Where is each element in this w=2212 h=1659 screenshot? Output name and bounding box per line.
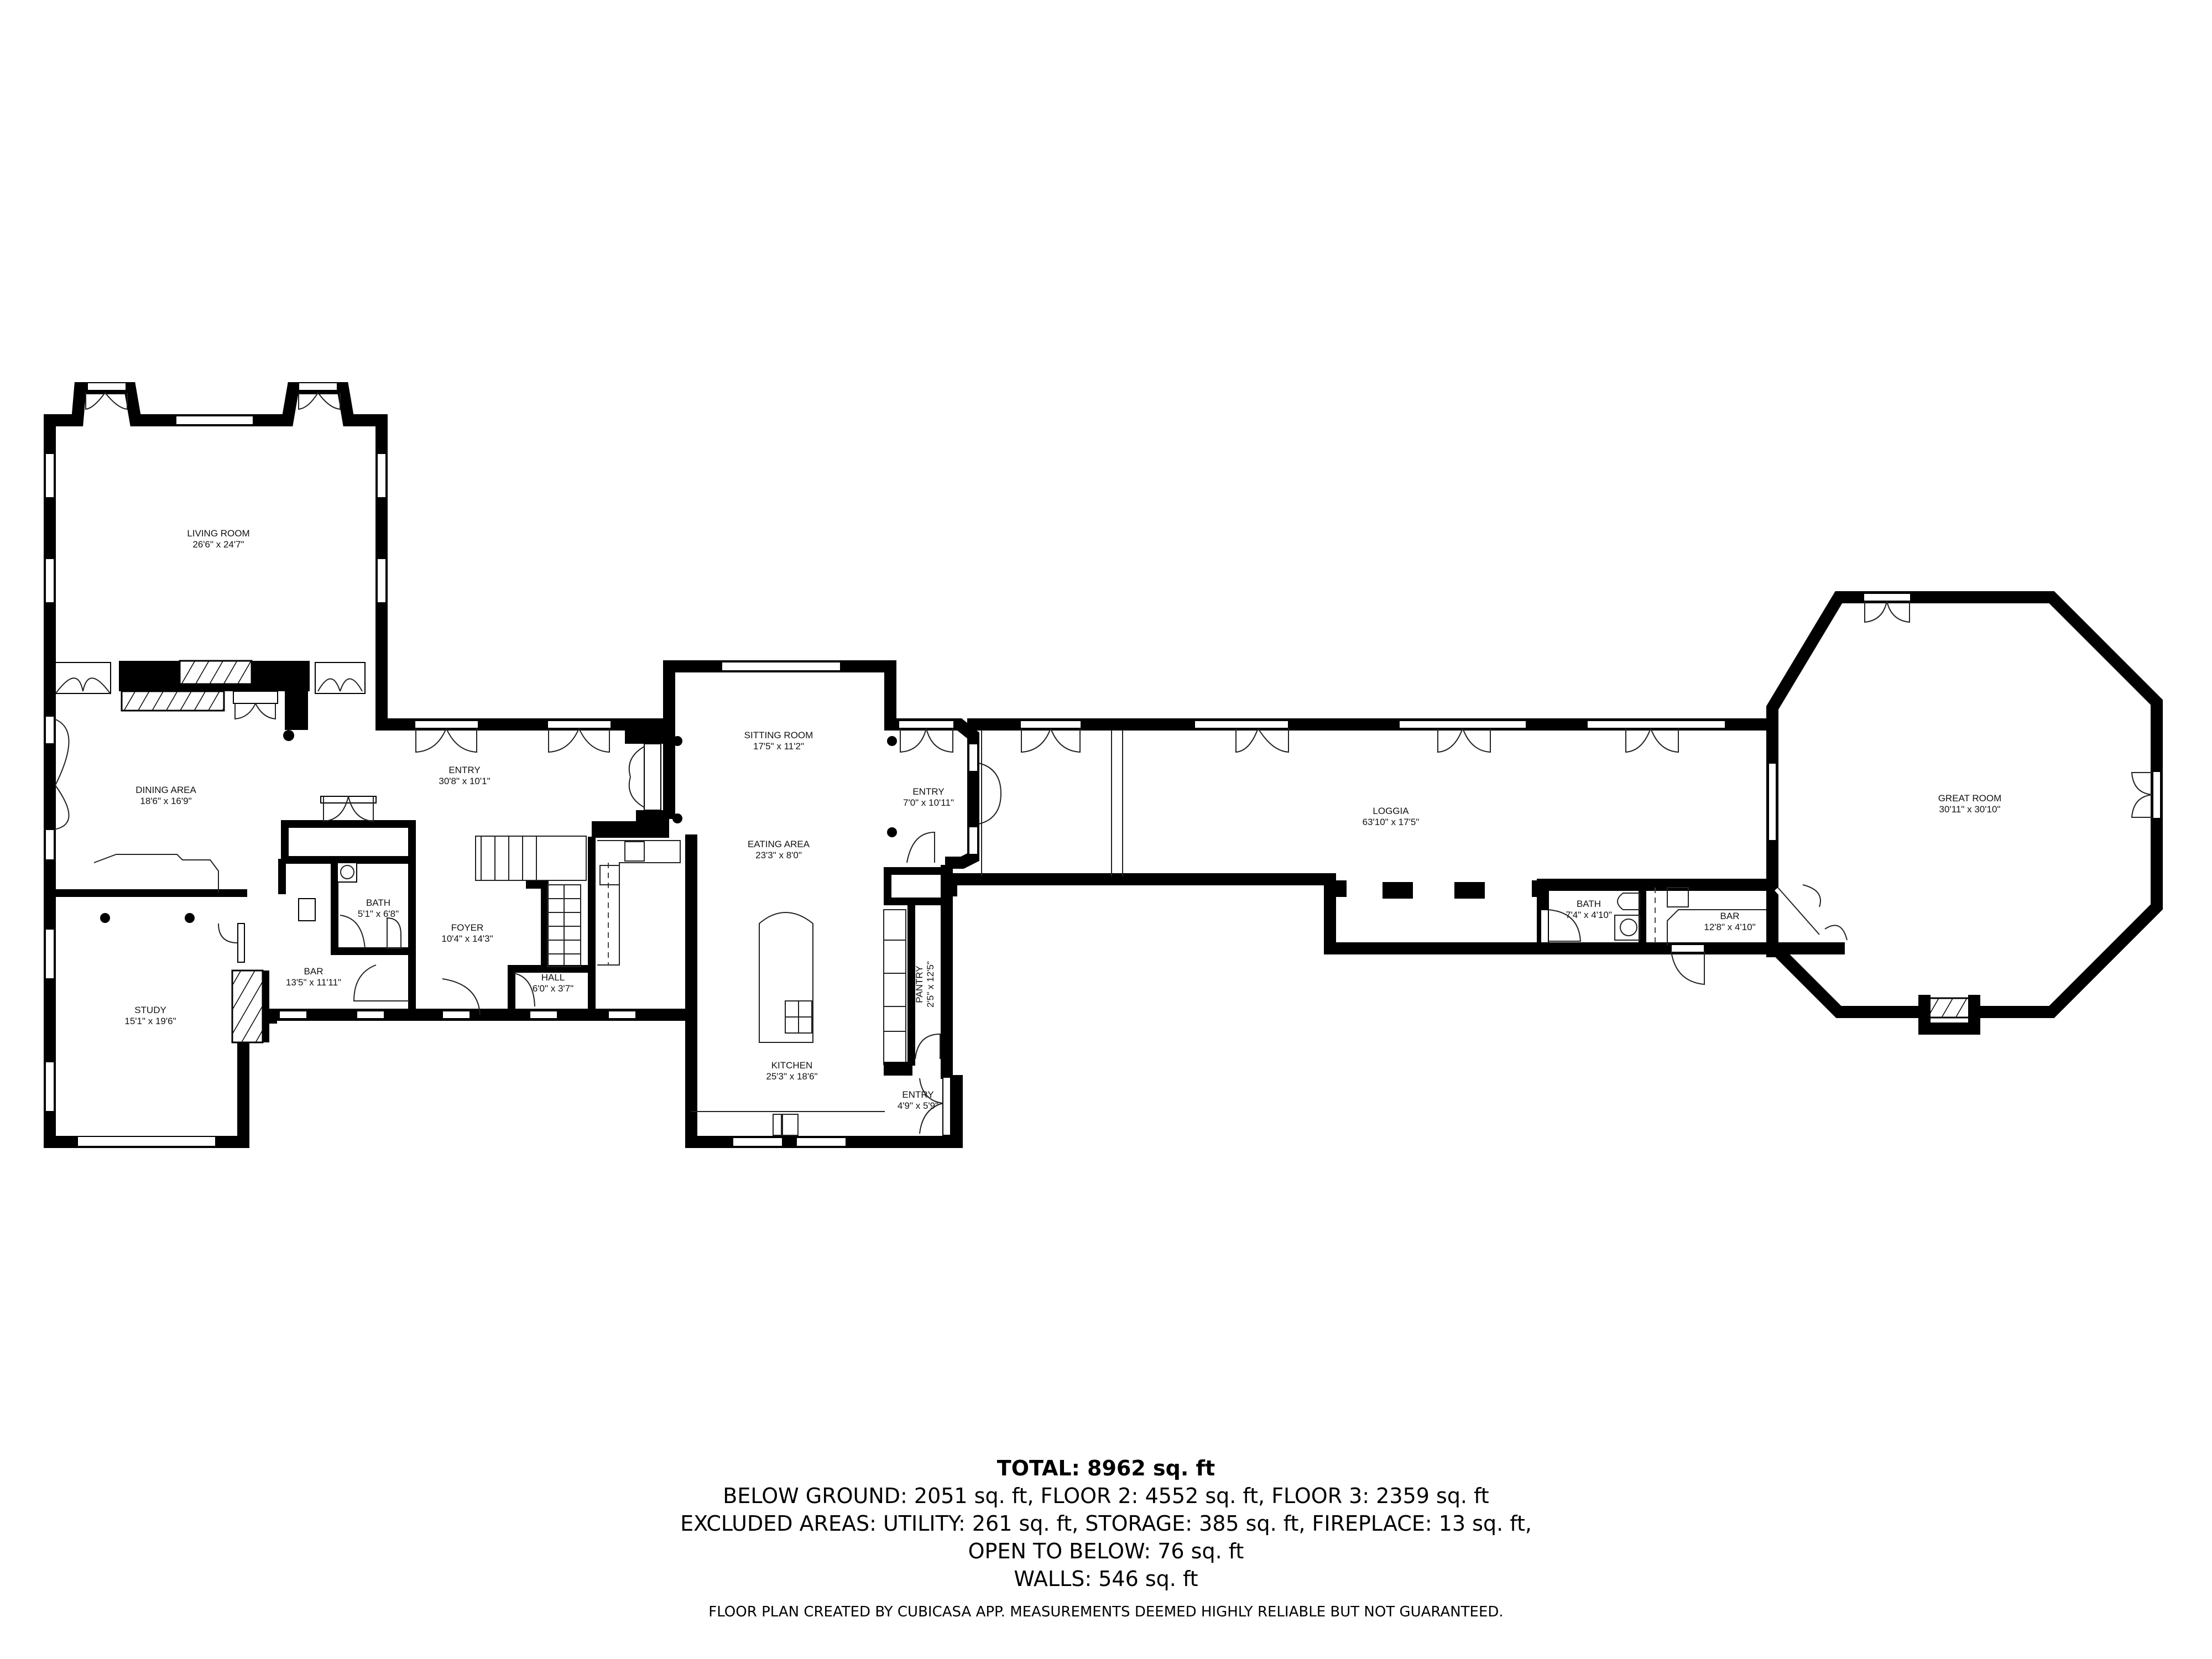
room-label-living-room: LIVING ROOM 26'6" x 24'7"	[187, 528, 249, 550]
room-label-study: STUDY 15'1" x 19'6"	[124, 1005, 176, 1026]
svg-text:BATH: BATH	[1577, 899, 1601, 909]
room-label-loggia: LOGGIA 63'10" x 17'5"	[1363, 806, 1420, 827]
svg-text:25'3" x 18'6": 25'3" x 18'6"	[766, 1071, 817, 1082]
east-entry-walls	[884, 718, 979, 869]
svg-text:23'3" x 8'0": 23'3" x 8'0"	[755, 850, 802, 860]
room-label-sitting-room: SITTING ROOM 17'5" x 11'2"	[744, 730, 813, 752]
svg-text:12'8" x 4'10": 12'8" x 4'10"	[1704, 922, 1755, 932]
fireplace-icon	[121, 690, 225, 712]
room-label-bar-east: BAR 12'8" x 4'10"	[1704, 911, 1755, 932]
svg-text:63'10" x 17'5": 63'10" x 17'5"	[1363, 817, 1420, 827]
svg-text:15'1" x 19'6": 15'1" x 19'6"	[124, 1016, 176, 1026]
room-label-entry-east: ENTRY 7'0" x 10'11"	[903, 786, 954, 808]
floor-areas: BELOW GROUND: 2051 sq. ft, FLOOR 2: 4552…	[723, 1484, 1489, 1508]
room-label-eating-area: EATING AREA 23'3" x 8'0"	[748, 839, 810, 860]
svg-text:BATH: BATH	[366, 898, 390, 908]
total-area: TOTAL: 8962 sq. ft	[997, 1456, 1215, 1480]
svg-text:GREAT ROOM: GREAT ROOM	[1938, 793, 2002, 804]
area-summary: TOTAL: 8962 sq. ft BELOW GROUND: 2051 sq…	[0, 1454, 2212, 1593]
room-label-great-room: GREAT ROOM 30'11" x 30'10"	[1938, 793, 2002, 815]
svg-text:DINING AREA: DINING AREA	[135, 785, 196, 795]
svg-text:PANTRY: PANTRY	[914, 966, 925, 1003]
room-label-bar-west: BAR 13'5" x 11'11"	[286, 966, 341, 988]
room-label-hall: HALL 6'0" x 3'7"	[533, 972, 573, 994]
west-wing-walls	[44, 660, 675, 1148]
walls-area: WALLS: 546 sq. ft	[1014, 1567, 1198, 1591]
room-label-foyer: FOYER 10'4" x 14'3"	[441, 922, 493, 944]
svg-text:SITTING ROOM: SITTING ROOM	[744, 730, 813, 740]
svg-text:4'9" x 5'9": 4'9" x 5'9"	[898, 1100, 938, 1111]
svg-text:EATING AREA: EATING AREA	[748, 839, 810, 849]
loggia-walls	[945, 718, 1778, 954]
fireplace-icon	[231, 969, 264, 1044]
stairs-icon	[475, 836, 587, 972]
room-label-entry-main: ENTRY 30'8" x 10'1"	[439, 765, 490, 786]
svg-text:6'0" x 3'7": 6'0" x 3'7"	[533, 983, 573, 994]
svg-text:13'5" x 11'11": 13'5" x 11'11"	[286, 977, 341, 988]
kitchen-walls	[663, 660, 963, 1148]
room-label-kitchen: KITCHEN 25'3" x 18'6"	[766, 1060, 817, 1082]
room-label-bath-east: BATH 7'4" x 4'10"	[1566, 899, 1612, 920]
svg-text:BAR: BAR	[304, 966, 324, 977]
svg-text:17'5" x 11'2": 17'5" x 11'2"	[753, 741, 804, 752]
central-rooms-walls	[278, 720, 697, 1021]
fireplace-icon	[1926, 997, 1973, 1019]
svg-text:HALL: HALL	[541, 972, 565, 983]
room-label-bath-west: BATH 5'1" x 6'8"	[358, 898, 399, 919]
living-dining-divider	[49, 660, 366, 730]
great-room-walls	[1766, 591, 2163, 1035]
svg-text:7'4" x 4'10": 7'4" x 4'10"	[1566, 910, 1612, 920]
room-label-dining-area: DINING AREA 18'6" x 16'9"	[135, 785, 196, 806]
svg-text:FOYER: FOYER	[451, 922, 484, 933]
excluded-areas: EXCLUDED AREAS: UTILITY: 261 sq. ft, STO…	[680, 1511, 1532, 1536]
svg-text:26'6" x 24'7": 26'6" x 24'7"	[192, 539, 244, 550]
svg-text:LOGGIA: LOGGIA	[1373, 806, 1409, 816]
svg-text:18'6" x 16'9": 18'6" x 16'9"	[140, 796, 191, 806]
room-labels: LIVING ROOM 26'6" x 24'7" DINING AREA 18…	[124, 528, 2001, 1111]
fireplace-icon	[179, 660, 253, 685]
svg-text:30'11" x 30'10": 30'11" x 30'10"	[1939, 804, 2001, 815]
svg-text:7'0" x 10'11": 7'0" x 10'11"	[903, 797, 954, 808]
svg-text:KITCHEN: KITCHEN	[771, 1060, 813, 1071]
svg-text:5'1" x 6'8": 5'1" x 6'8"	[358, 909, 399, 919]
svg-text:ENTRY: ENTRY	[902, 1089, 933, 1100]
disclaimer: FLOOR PLAN CREATED BY CUBICASA APP. MEAS…	[708, 1604, 1504, 1620]
living-room-walls	[44, 382, 388, 672]
kitchen-island	[759, 912, 813, 1043]
room-label-entry-small: ENTRY 4'9" x 5'9"	[898, 1089, 938, 1111]
svg-text:STUDY: STUDY	[134, 1005, 166, 1015]
svg-text:BAR: BAR	[1720, 911, 1740, 921]
svg-text:2'5" x 12'5": 2'5" x 12'5"	[925, 961, 936, 1008]
room-label-pantry: PANTRY 2'5" x 12'5"	[914, 961, 936, 1008]
svg-text:10'4" x 14'3": 10'4" x 14'3"	[441, 933, 493, 944]
svg-text:30'8" x 10'1": 30'8" x 10'1"	[439, 776, 490, 786]
svg-text:LIVING ROOM: LIVING ROOM	[187, 528, 249, 539]
svg-text:ENTRY: ENTRY	[448, 765, 480, 775]
open-to-below: OPEN TO BELOW: 76 sq. ft	[968, 1539, 1244, 1563]
svg-text:ENTRY: ENTRY	[912, 786, 944, 797]
east-bath-bar-walls	[1537, 879, 1845, 985]
